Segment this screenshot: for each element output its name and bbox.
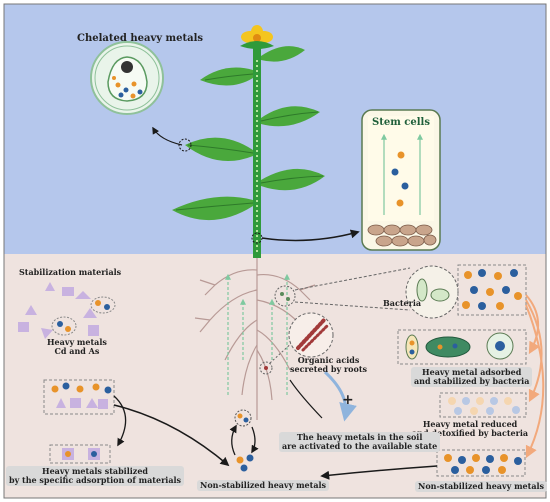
label-plus: + [342, 392, 354, 408]
label-non-stabilized-right: Non-stabilized heavy metals [415, 481, 548, 493]
label-stabilized-materials: Heavy metals stabilized by the specific … [6, 466, 185, 487]
organic-acids-zoom [259, 312, 334, 375]
bacteria-zoom [274, 264, 527, 319]
root-metals [234, 409, 254, 472]
plant [172, 25, 325, 258]
chelated-cell-icon [90, 41, 164, 115]
non-stabilized-right-box [436, 449, 526, 477]
label-chelated: Chelated heavy metals [77, 33, 204, 44]
label-stem-cells: Stem cells [372, 117, 430, 128]
roots [194, 258, 319, 420]
stabilization-materials-icon [18, 282, 116, 339]
plant-stem [253, 48, 261, 258]
label-organic-acids: Organic acids secreted by roots [290, 355, 368, 375]
stabilized-result-box [49, 444, 111, 464]
sky-background [4, 4, 546, 254]
leaf-icon [261, 168, 325, 191]
stem-cells-icon [361, 109, 441, 251]
leaf-icon [261, 106, 320, 127]
leaf-icon [172, 196, 253, 221]
leaf-icon [261, 46, 305, 62]
bacteria-adsorbed-box [397, 329, 527, 365]
label-heavy-metals-cd-as: Heavy metals Cd and As [47, 337, 107, 357]
label-non-stabilized-center: Non-stabilized heavy metals [197, 480, 330, 492]
label-bacteria: Bacteria [383, 298, 422, 308]
flower-icon [240, 25, 274, 49]
label-stabilization-materials: Stabilization materials [19, 267, 122, 277]
bacteria-reduced-box [439, 392, 527, 418]
leaf-icon [185, 137, 253, 162]
label-adsorbed: Heavy metal adsorbed and stabilized by b… [411, 367, 533, 388]
materials-adsorption-box [43, 379, 115, 415]
label-activated: The heavy metals in the soil are activat… [279, 432, 441, 453]
